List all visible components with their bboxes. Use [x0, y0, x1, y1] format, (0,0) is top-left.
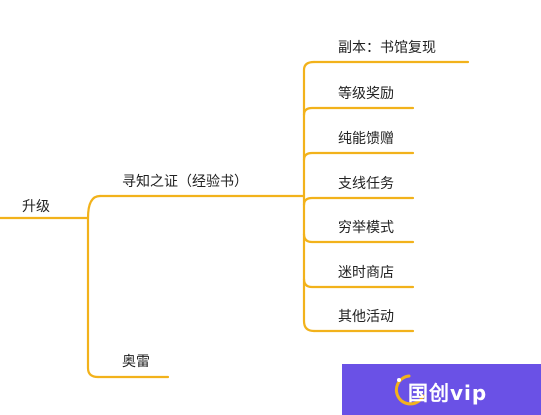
- leaf-node-1: 副本：书馆复现: [338, 40, 436, 56]
- watermark-banner: 国创vip: [342, 364, 541, 415]
- branch-node-2: 奥雷: [122, 354, 150, 370]
- leaf-node-6: 迷时商店: [338, 265, 394, 281]
- leaf-node-5: 穷举模式: [338, 220, 394, 236]
- watermark-brand-text: 国创vip: [408, 381, 488, 405]
- crescent-ring-logo-icon: [394, 374, 424, 405]
- leaf-node-7: 其他活动: [338, 309, 394, 325]
- leaf-node-4: 支线任务: [338, 176, 394, 192]
- leaf-node-3: 纯能馈赠: [338, 131, 394, 147]
- leaf-connector-2: [302, 106, 415, 117]
- root-trunk: [86, 194, 102, 379]
- leaf-trunk: [302, 60, 316, 333]
- leaf-connector-3: [302, 151, 415, 162]
- leaf-connector-5: [302, 232, 415, 244]
- root-node: 升级: [22, 199, 50, 215]
- leaf-connector-6: [302, 277, 415, 289]
- leaf-node-2: 等级奖励: [338, 86, 394, 102]
- leaf-connector-4: [302, 196, 415, 207]
- branch-node-1: 寻知之证（经验书）: [122, 174, 248, 190]
